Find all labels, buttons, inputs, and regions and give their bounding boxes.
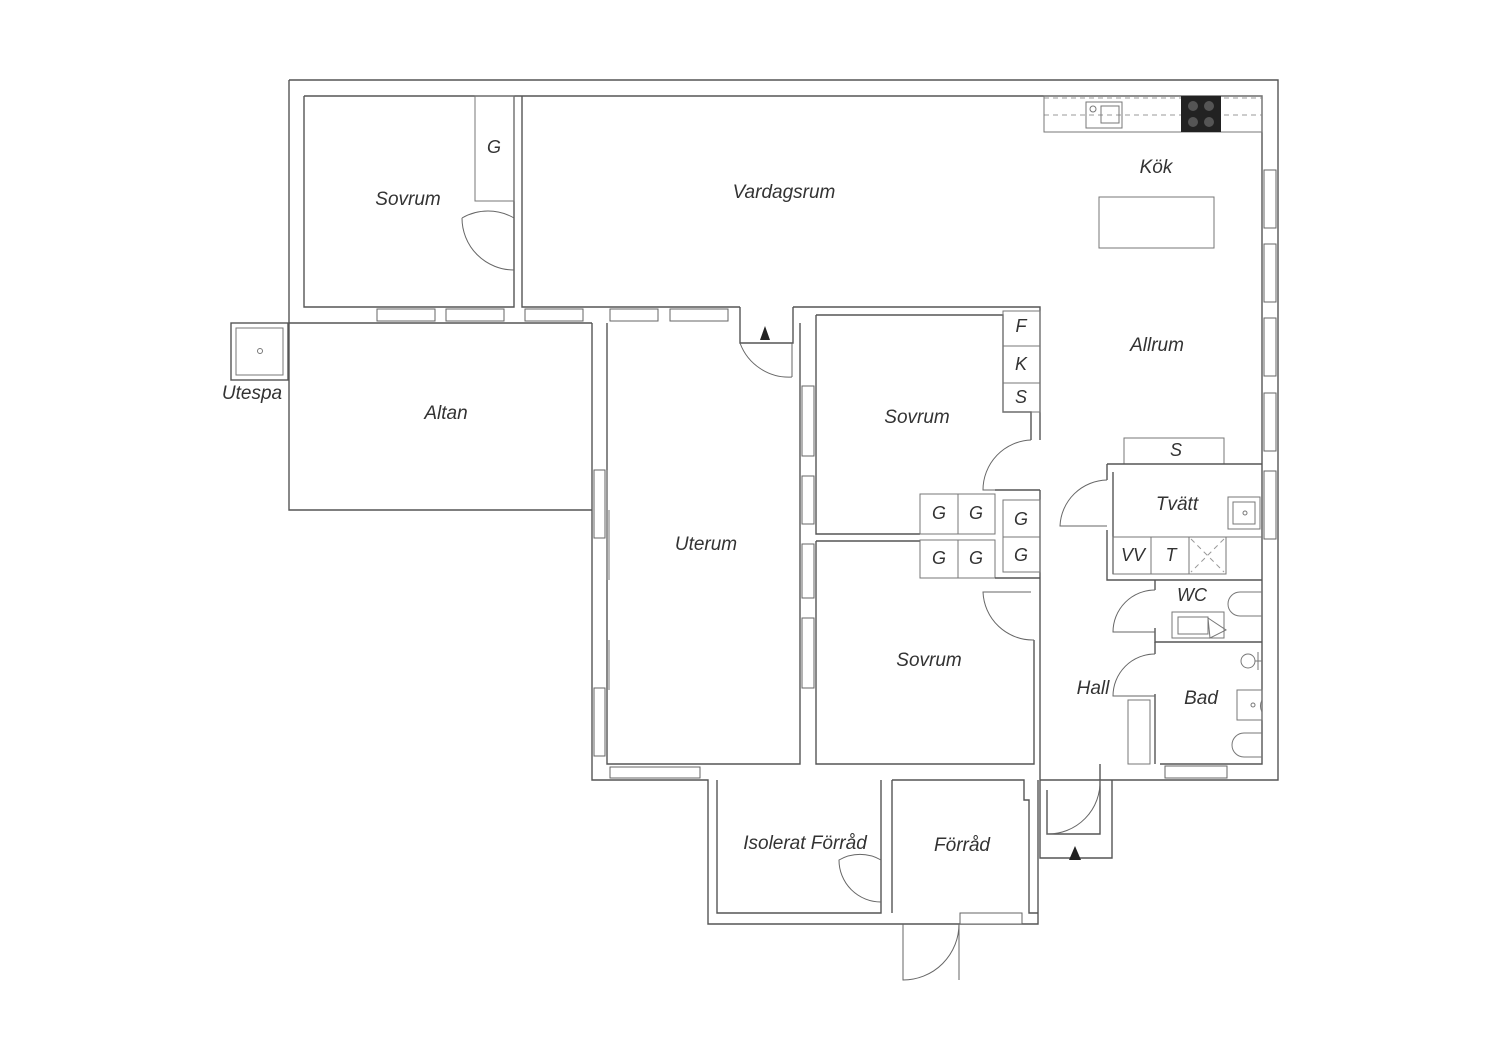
entrance-arrow-icon [760, 326, 770, 340]
shelf-s-label: S [1170, 440, 1182, 460]
utespa-icon [230, 322, 289, 381]
room-label-tvatt: Tvätt [1156, 494, 1199, 515]
bad-sink-icon [1236, 689, 1263, 721]
bad-walls [1112, 642, 1263, 779]
toilet-icon [1227, 591, 1262, 617]
room-label-vardagsrum: Vardagsrum [733, 182, 836, 203]
dryer-label: T [1166, 545, 1179, 565]
wc-sink-icon [1171, 611, 1225, 639]
wardrobes-between-bedrooms [919, 489, 1041, 579]
room-label-hall: Hall [1077, 678, 1111, 699]
main-entrance-arrow-icon [1069, 846, 1081, 860]
wardrobe-g-f-label: G [1014, 545, 1028, 565]
kitchen-counter [1043, 95, 1263, 133]
wardrobe-sovrum-1 [474, 95, 515, 202]
shower-bench [1127, 699, 1151, 765]
kitchen-island [1098, 196, 1215, 249]
hall-entrance [1039, 764, 1113, 860]
cabinet-k-label: K [1015, 354, 1028, 374]
wardrobe-g-d-label: G [969, 548, 983, 568]
shower-icon [1240, 653, 1256, 669]
room-label-utespa: Utespa [222, 383, 282, 404]
storage-walls [700, 779, 1039, 981]
room-label-isolerat-forrad: Isolerat Förråd [743, 833, 868, 854]
tvatt-walls [1059, 437, 1262, 581]
windows-north-terrace [376, 308, 729, 322]
room-label-sovrum-1: Sovrum [375, 189, 440, 210]
cabinet-f-label: F [1016, 316, 1028, 336]
room-label-allrum: Allrum [1129, 335, 1184, 356]
cabinets-fks [1002, 310, 1041, 413]
altan-outline [288, 322, 592, 511]
door-sovrum-1 [461, 210, 515, 271]
wardrobe-g-b-label: G [969, 503, 983, 523]
room-label-wc: WC [1177, 585, 1208, 605]
wardrobe-g-a-label: G [932, 503, 946, 523]
water-heater-label: VV [1121, 545, 1147, 565]
laundry-sink-icon [1227, 496, 1261, 530]
room-label-bad: Bad [1184, 688, 1219, 709]
cabinet-s-label: S [1015, 387, 1027, 407]
stove-icon [1181, 96, 1221, 132]
door-uterum [739, 307, 794, 378]
uterum-walls [591, 323, 815, 781]
room-label-uterum: Uterum [675, 534, 737, 555]
room-label-altan: Altan [423, 403, 467, 424]
room-label-forrad: Förråd [934, 835, 991, 856]
bad-toilet-icon [1231, 732, 1262, 758]
room-label-sovrum-2: Sovrum [884, 407, 949, 428]
kitchen-sink-icon [1085, 101, 1123, 129]
wardrobe-g-e-label: G [1014, 509, 1028, 529]
outer-walls [288, 79, 1279, 781]
wardrobe-g-c-label: G [932, 548, 946, 568]
room-label-kok: Kök [1140, 157, 1174, 178]
room-label-sovrum-3: Sovrum [896, 650, 961, 671]
wardrobe-g-sovrum-1-label: G [487, 137, 501, 157]
windows-east [1263, 169, 1277, 540]
